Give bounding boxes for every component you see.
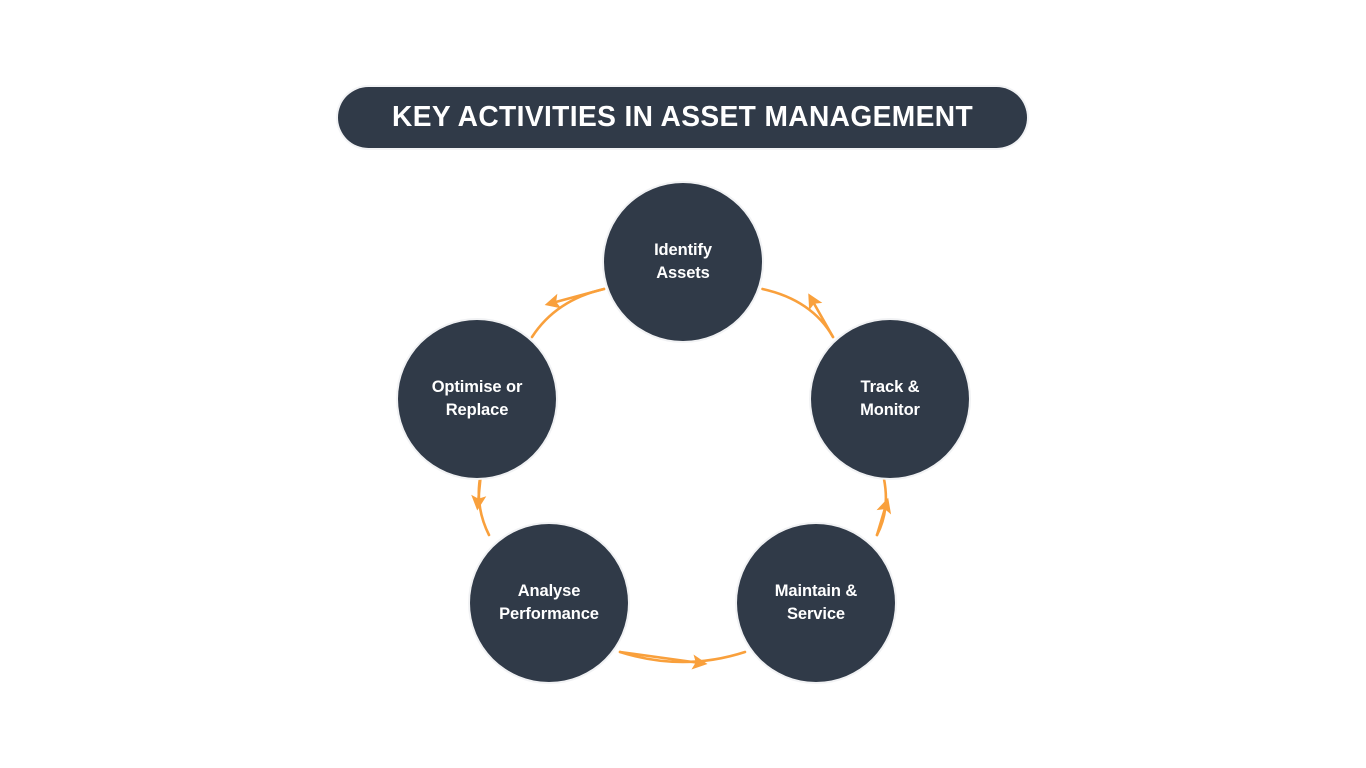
- page-title-pill: KEY ACTIVITIES IN ASSET MANAGEMENT: [338, 87, 1027, 148]
- cycle-node-label: Maintain &Service: [774, 582, 858, 623]
- cycle-node-label: Track &Monitor: [860, 378, 920, 419]
- arrow-maintain-to-analyse: [618, 650, 747, 670]
- page-title: KEY ACTIVITIES IN ASSET MANAGEMENT: [391, 101, 974, 133]
- arrow-identify-to-track: [761, 287, 835, 339]
- arrow-track-to-maintain: [875, 477, 892, 537]
- cycle-node-maintain-service[interactable]: Maintain &Service: [737, 524, 895, 682]
- arrow-optimise-to-identify: [530, 287, 606, 339]
- cycle-node-track-monitor[interactable]: Track &Monitor: [811, 320, 969, 478]
- arrow-analyse-to-optimise: [471, 471, 491, 537]
